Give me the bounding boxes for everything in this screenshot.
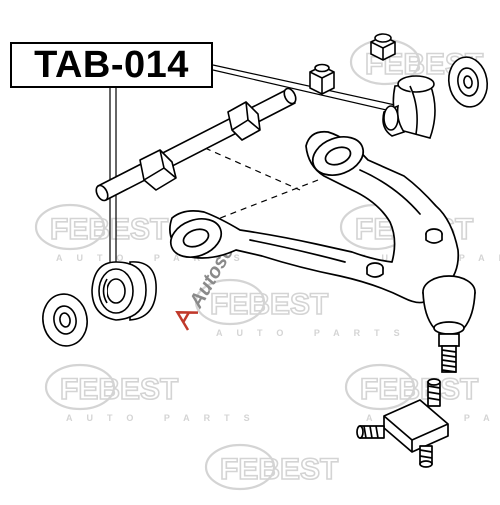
washer-left	[42, 293, 88, 347]
watermark-brand-text: FEBEST	[60, 373, 178, 406]
bushing-right	[382, 75, 436, 139]
watermark-tile: FEBEST AUTO PARTS	[34, 203, 254, 263]
ball-joint-mount-plate	[356, 378, 449, 468]
washer-right	[447, 56, 489, 108]
watermark-subline-text: AUTO PARTS	[56, 253, 254, 263]
watermark-tile: FEBEST AUTO PARTS	[44, 363, 264, 423]
plate-stud	[419, 445, 433, 468]
watermark-brand-text: FEBEST	[220, 453, 338, 486]
watermark-brand-text: FEBEST	[50, 213, 168, 246]
ball-joint	[422, 275, 476, 373]
seller-logo-mark	[175, 311, 199, 331]
leader-lines	[109, 64, 396, 262]
part-number-label: TAB-014	[10, 42, 213, 88]
leader-line	[212, 69, 396, 113]
leader-line	[212, 64, 396, 106]
nut-small	[309, 63, 335, 95]
watermark-subline-text: AUTO PARTS	[66, 413, 264, 423]
watermark-tile: FEBEST AUTO PARTS	[194, 278, 414, 338]
shaft-with-bushings	[95, 87, 297, 202]
nut-top	[370, 33, 396, 61]
bushing-pair	[91, 261, 157, 321]
watermark-subline-text: AUTO PARTS	[216, 328, 414, 338]
watermark-tile: FEBEST	[204, 443, 339, 491]
dashed-axis-line	[209, 179, 319, 223]
plate-stud	[427, 378, 441, 407]
upper-control-arm	[169, 130, 460, 304]
watermark-brand-text: FEBEST	[210, 288, 328, 321]
dashed-axis-line	[204, 147, 301, 191]
plate-stud	[356, 425, 385, 439]
